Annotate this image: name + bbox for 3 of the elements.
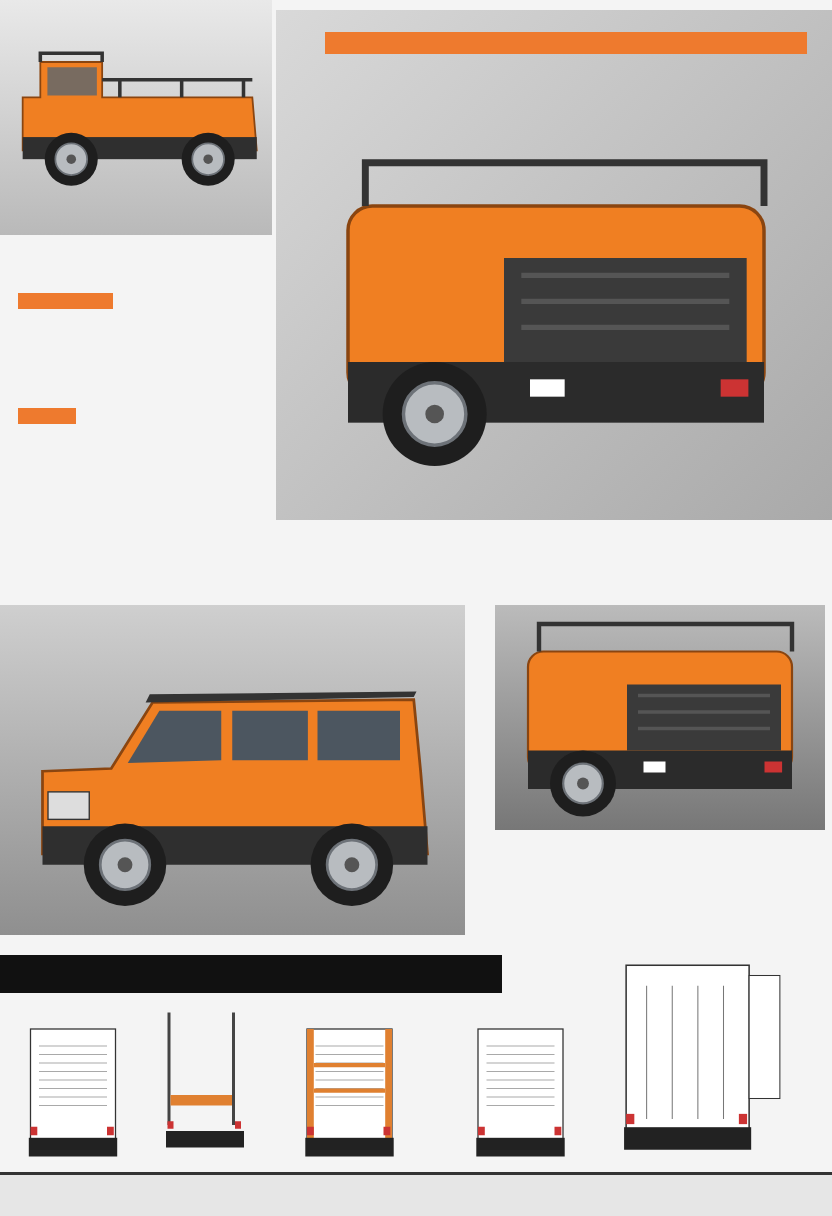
heading-tag bbox=[18, 408, 76, 424]
title-banner bbox=[325, 32, 807, 54]
heading-tag bbox=[18, 293, 113, 309]
